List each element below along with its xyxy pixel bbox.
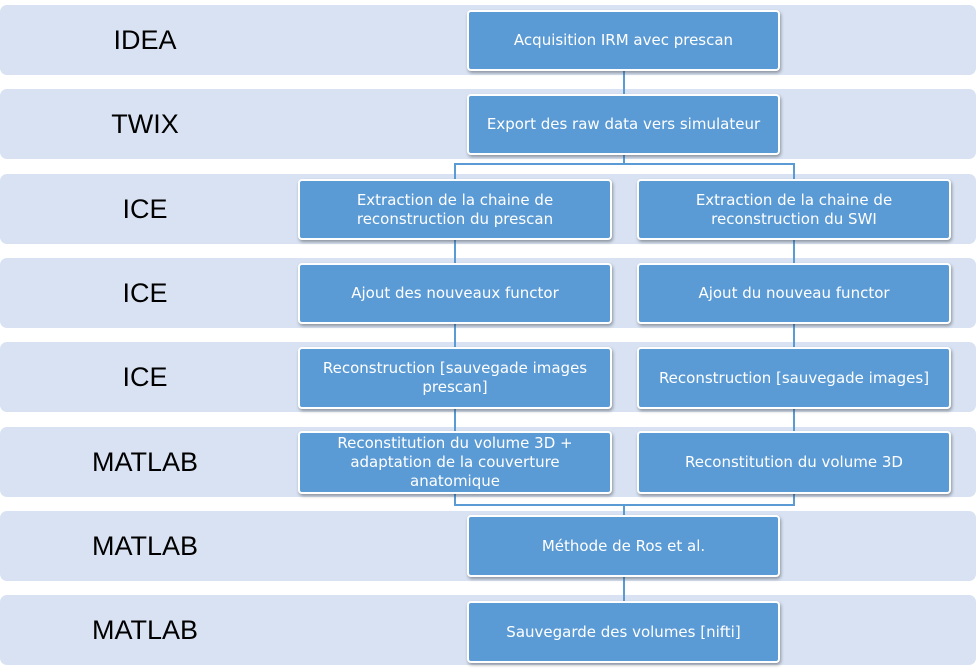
ajout-functor-step: Ajout du nouveau functor	[637, 263, 951, 324]
stage-label: ICE	[122, 194, 168, 224]
stage-label: TWIX	[111, 109, 179, 139]
connector-export-split	[454, 154, 625, 180]
extraction-prescan-step-label: Extraction de la chaine de reconstructio…	[356, 190, 554, 228]
ajout-functors-step: Ajout des nouveaux functor	[298, 263, 612, 324]
reconstitution-adaptation-step: Reconstitution du volume 3D + adaptation…	[298, 431, 612, 494]
reconstitution-step-label: Reconstitution du volume 3D	[685, 453, 903, 471]
stage-label: MATLAB	[91, 531, 199, 561]
stage-label: ICE	[122, 278, 168, 308]
extraction-swi-step: Extraction de la chaine de reconstructio…	[637, 179, 951, 240]
reconstitution-adaptation-step-label: Reconstitution du volume 3D + adaptation…	[337, 434, 573, 490]
stage-label: ICE	[122, 362, 168, 392]
export-step: Export des raw data vers simulateur	[467, 94, 780, 155]
methode-ros-step-label: Méthode de Ros et al.	[541, 536, 706, 555]
stage-label: IDEA	[113, 25, 177, 55]
ajout-functors-step-label: Ajout des nouveaux functor	[351, 284, 559, 302]
reconstruction-prescan-step: Reconstruction [sauvegade images prescan…	[298, 347, 612, 409]
acquisition-step-label: Acquisition IRM avec prescan	[513, 31, 734, 49]
extraction-prescan-step: Extraction de la chaine de reconstructio…	[298, 179, 612, 240]
reconstitution-step: Reconstitution du volume 3D	[637, 431, 951, 494]
connector-merge-right	[624, 493, 795, 506]
connector-merge-left	[454, 493, 625, 516]
reconstruction-prescan-step-label: Reconstruction [sauvegade images prescan…	[322, 359, 588, 396]
sauvegarde-step: Sauvegarde des volumes [nifti]	[467, 601, 780, 663]
extraction-swi-step-label: Extraction de la chaine de reconstructio…	[695, 190, 893, 228]
stage-label: MATLAB	[91, 447, 199, 477]
methode-ros-step: Méthode de Ros et al.	[467, 515, 780, 577]
reconstruction-swi-step-label: Reconstruction [sauvegade images]	[658, 368, 930, 387]
acquisition-step: Acquisition IRM avec prescan	[467, 10, 780, 71]
export-step-label: Export des raw data vers simulateur	[486, 115, 761, 133]
connector-export-split-right	[624, 163, 795, 180]
ajout-functor-step-label: Ajout du nouveau functor	[698, 284, 890, 302]
reconstruction-swi-step: Reconstruction [sauvegade images]	[637, 347, 951, 409]
sauvegarde-step-label: Sauvegarde des volumes [nifti]	[506, 622, 741, 641]
stage-label: MATLAB	[91, 615, 199, 645]
